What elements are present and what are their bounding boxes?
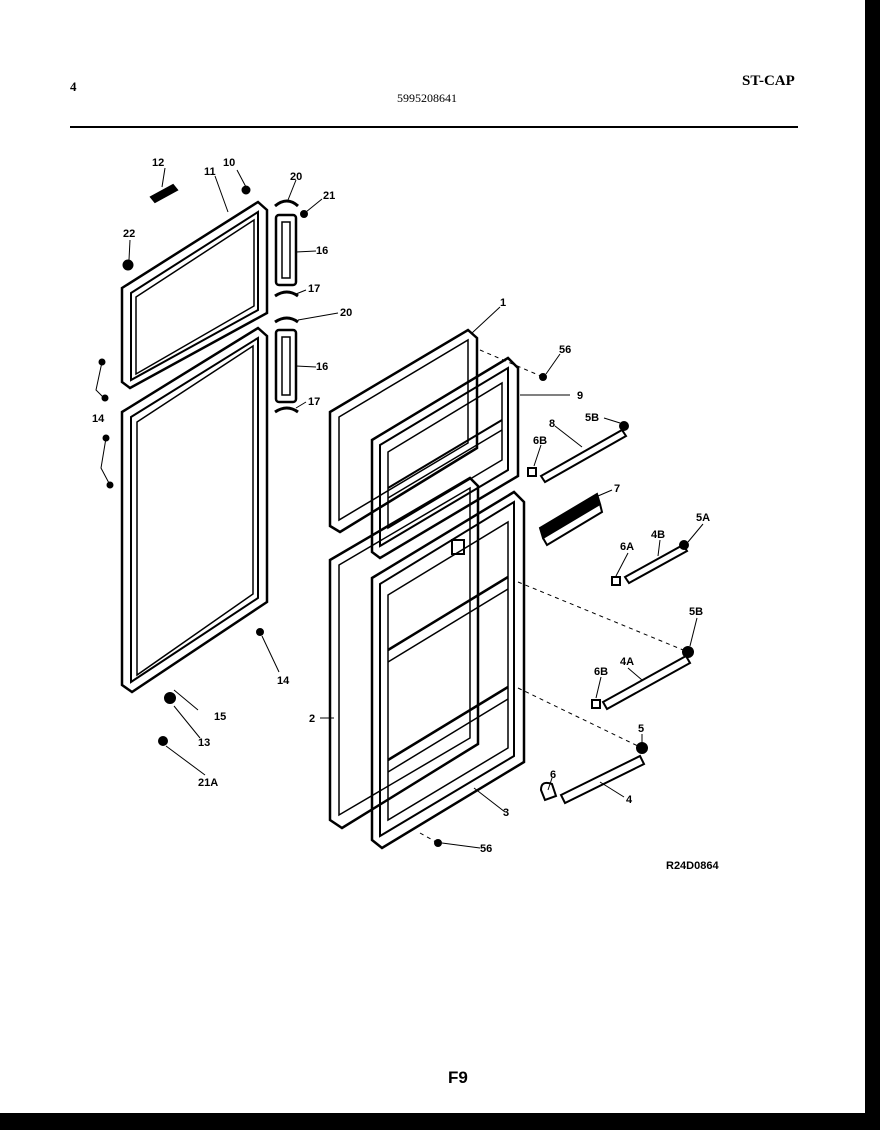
callout-12: 12 xyxy=(152,157,164,169)
callout-16: 16 xyxy=(316,361,328,373)
part-4-shelf-rail xyxy=(559,754,646,805)
callout-4A: 4A xyxy=(620,656,634,668)
callout-20: 20 xyxy=(340,307,352,319)
callout-14: 14 xyxy=(277,675,290,687)
scan-border-right xyxy=(865,0,880,1130)
part-1-freezer-gasket xyxy=(328,328,479,534)
scan-border-bottom xyxy=(0,1113,880,1130)
callout-1: 1 xyxy=(500,297,506,309)
part-14-screws xyxy=(95,358,264,636)
part-12-trim xyxy=(149,183,179,204)
part-21A-pin xyxy=(158,736,168,746)
shelf-end-caps xyxy=(434,373,694,847)
part-3-fresh-food-inner-door xyxy=(370,490,526,850)
callout-14: 14 xyxy=(92,413,105,425)
callout-3: 3 xyxy=(503,807,509,819)
callout-9: 9 xyxy=(577,390,583,402)
callout-6: 6 xyxy=(550,769,556,781)
part-11-freezer-door-gasket xyxy=(120,200,269,390)
callout-7: 7 xyxy=(614,483,620,495)
part-9-freezer-inner-panel xyxy=(370,356,520,560)
callout-6B: 6B xyxy=(533,435,547,447)
callout-5A: 5A xyxy=(696,512,710,524)
part-21-screw xyxy=(300,210,308,218)
callout-20: 20 xyxy=(290,171,302,183)
callout-5B: 5B xyxy=(689,606,703,618)
part-13-bushing xyxy=(164,692,176,704)
page-number: 4 xyxy=(70,79,77,94)
callout-21: 21 xyxy=(323,190,335,202)
model-code: ST-CAP xyxy=(742,73,795,89)
callout-4: 4 xyxy=(626,794,633,806)
callout-15: 15 xyxy=(214,711,226,723)
callout-11: 11 xyxy=(204,166,216,178)
callout-16: 16 xyxy=(316,245,328,257)
callout-22: 22 xyxy=(123,228,135,240)
callout-4B: 4B xyxy=(651,529,665,541)
callout-5B: 5B xyxy=(585,412,599,424)
part-4B-shelf-rail xyxy=(623,543,689,585)
leader-lines xyxy=(128,167,704,849)
part-4A-shelf-rail xyxy=(601,654,692,711)
callout-21A: 21A xyxy=(198,777,218,789)
callout-5: 5 xyxy=(638,723,644,735)
callout-56: 56 xyxy=(480,843,492,855)
callout-6A: 6A xyxy=(620,541,634,553)
callout-17: 17 xyxy=(308,396,320,408)
callout-17: 17 xyxy=(308,283,320,295)
figure-label: F9 xyxy=(448,1068,468,1087)
callout-2: 2 xyxy=(309,713,315,725)
parts-16-17-20-hinge-covers xyxy=(274,199,300,414)
part-22-plug xyxy=(122,259,134,271)
part-2-fresh-food-gasket xyxy=(328,476,480,830)
document-number: 5995208641 xyxy=(397,91,457,105)
alignment-lines xyxy=(419,349,689,844)
part-15-fresh-food-door-gasket xyxy=(120,326,269,694)
callout-13: 13 xyxy=(198,737,210,749)
callout-6B: 6B xyxy=(594,666,608,678)
callout-56: 56 xyxy=(559,344,571,356)
callout-10: 10 xyxy=(223,157,235,169)
part-7-vent-grille xyxy=(538,492,604,547)
callout-8: 8 xyxy=(549,418,555,430)
reference-code: R24D0864 xyxy=(666,860,719,872)
part-8-shelf-rail xyxy=(539,428,628,484)
part-10-screw xyxy=(241,185,251,195)
